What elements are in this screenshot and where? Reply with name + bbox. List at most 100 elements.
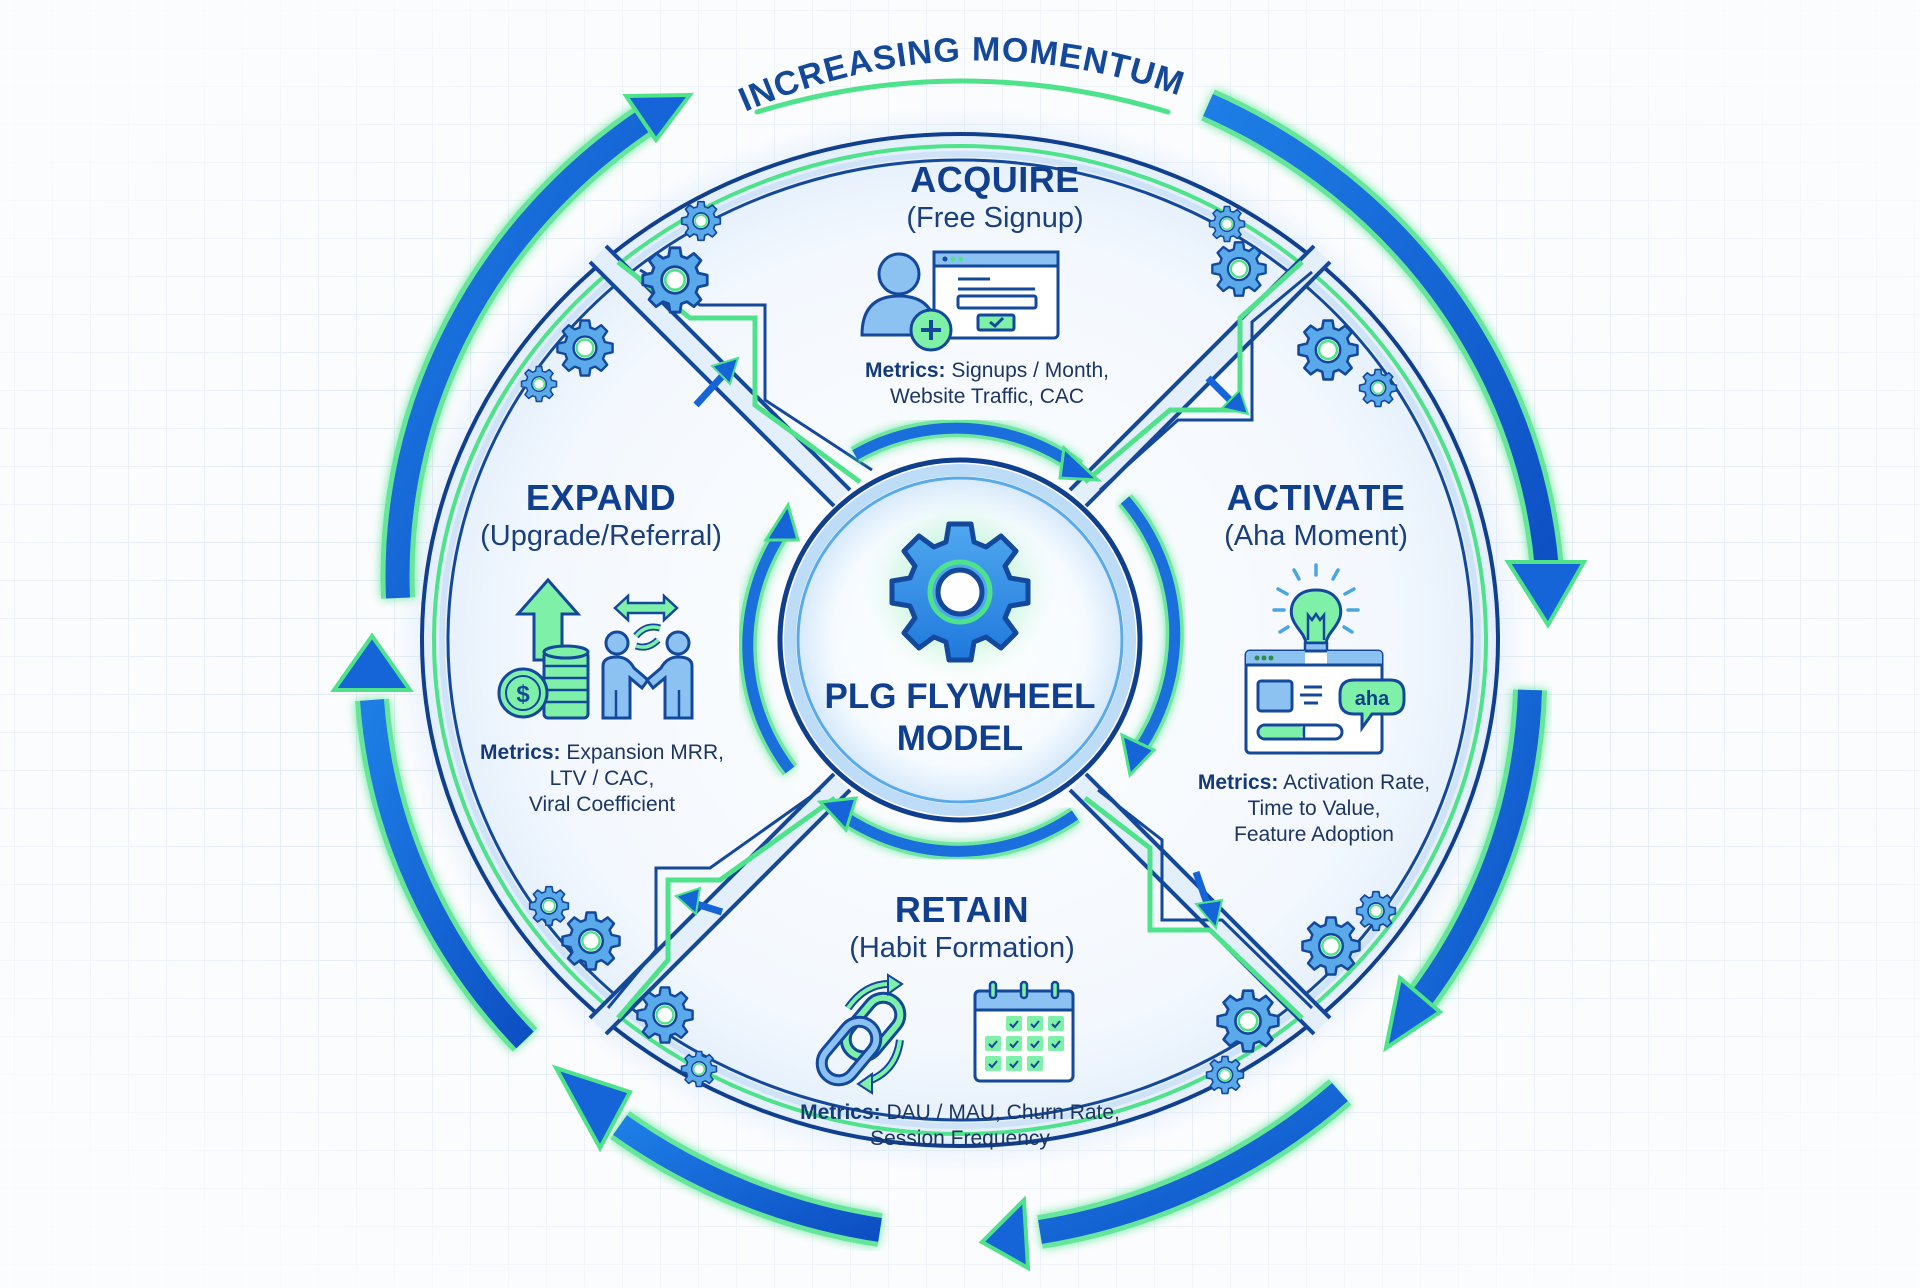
handshake-people-icon: [601, 630, 694, 720]
stage-activate: ACTIVATE (Aha Moment): [1224, 478, 1408, 554]
arrow-down-right-small-icon: [1205, 375, 1250, 416]
outer-arrow-top-left: [380, 92, 695, 599]
coin-stack-icon: [542, 644, 590, 720]
outer-arrow-left-head-icon: [330, 632, 414, 692]
outer-arrow-bottom-right: [1383, 689, 1547, 1053]
gear-icon: [561, 911, 621, 971]
hub-title-line: MODEL: [896, 719, 1024, 758]
hub-arrow-bottom: [838, 810, 1079, 857]
gear-icon: [556, 319, 614, 377]
expand-icon: $: [497, 577, 694, 720]
check-icon: [1009, 1020, 1019, 1029]
gear-icon: [1355, 890, 1397, 932]
gear-icon: [1211, 241, 1267, 297]
hub-arrow-right-head-icon: [1119, 732, 1157, 779]
check-icon: [1030, 1020, 1040, 1029]
acquire-icon: [860, 250, 1060, 352]
hub-arrow-top: [852, 422, 1082, 473]
stage-activate-metrics: Metrics: Activation Rate, Time to Value,…: [1198, 770, 1430, 848]
metrics-line: LTV / CAC,: [549, 767, 655, 790]
arrow-left-small-icon: [674, 886, 724, 916]
flow-line-bottom-left-outline: [606, 788, 821, 1009]
gear-icon: [680, 1050, 718, 1088]
metrics-line: Website Traffic, CAC: [889, 385, 1085, 408]
calendar-check-cell: [1006, 1016, 1022, 1031]
metrics-label: Metrics:: [800, 1101, 881, 1124]
outer-arrow-left: [330, 632, 538, 1052]
stage-retain: RETAIN (Habit Formation): [849, 890, 1075, 966]
calendar-check-cell: [1006, 1056, 1022, 1071]
stage-expand: EXPAND (Upgrade/Referral): [480, 478, 722, 554]
header-underline: [754, 78, 1171, 115]
stage-title: RETAIN: [894, 889, 1030, 930]
gear-icon: [1297, 319, 1359, 381]
divider-arrows: [674, 356, 1250, 931]
check-icon: [1051, 1040, 1061, 1049]
stage-title: ACQUIRE: [910, 159, 1080, 200]
metrics-line: Signups / Month,: [951, 359, 1109, 382]
aha-window-icon: [1244, 649, 1384, 755]
stage-subtitle: (Aha Moment): [1224, 520, 1408, 552]
calendar-check-cell: [1048, 1036, 1064, 1051]
metrics-line: Viral Coefficient: [528, 793, 676, 816]
calendar-check-cells: [985, 1016, 1064, 1071]
metrics-line: Time to Value,: [1247, 797, 1381, 820]
check-icon: [1009, 1040, 1019, 1049]
aha-label: aha: [1355, 688, 1390, 710]
lightbulb-icon: [1272, 563, 1360, 660]
gear-icon: [1216, 989, 1280, 1053]
stage-subtitle: (Habit Formation): [849, 932, 1075, 964]
outer-arrow-bottom-left: [551, 1064, 883, 1247]
hub: [777, 457, 1143, 823]
outer-arrow-bottom: [978, 1079, 1352, 1272]
hub-arrow-bottom-head-icon: [816, 796, 859, 833]
outer-momentum-arrows: [330, 89, 1588, 1272]
outer-arrow-top-right-head-icon: [1504, 560, 1588, 629]
flow-line-bottom-right: [1083, 796, 1304, 1020]
activate-icon: aha: [1244, 563, 1406, 755]
calendar-check-cell: [1027, 1016, 1043, 1031]
chain-link-icon: [815, 973, 907, 1095]
metrics-label: Metrics:: [1197, 771, 1279, 794]
check-icon: [988, 1060, 998, 1069]
stage-subtitle: (Upgrade/Referral): [480, 520, 722, 552]
check-icon: [1009, 1060, 1019, 1069]
dollar-coin-icon: $: [497, 667, 549, 719]
outer-arrow-top-left-head-icon: [622, 92, 695, 144]
stage-retain-metrics: Metrics: DAU / MAU, Churn Rate, Session …: [800, 1100, 1120, 1152]
gear-icon: [636, 986, 694, 1044]
metrics-line: Activation Rate,: [1283, 771, 1431, 794]
hub-arrow-top-head-icon: [1058, 444, 1103, 482]
calendar-check-cell: [985, 1036, 1001, 1051]
flow-line-top-right-outline: [1098, 270, 1313, 492]
gear-icon: [680, 200, 722, 242]
flow-line-bottom-right-outline: [1097, 788, 1314, 1010]
calendar-check-cell: [985, 1056, 1001, 1071]
arrow-down-small-icon: [1192, 870, 1224, 931]
metrics-label: Metrics:: [480, 741, 561, 764]
metrics-line: DAU / MAU, Churn Rate,: [886, 1101, 1120, 1124]
gear-icon: [1358, 368, 1398, 408]
gear-icon: [1208, 205, 1246, 243]
add-circle-icon: [909, 308, 953, 352]
gear-icon: [520, 365, 558, 403]
calendar-check-cell: [1048, 1016, 1064, 1031]
gear-icon: [1301, 916, 1361, 976]
gear-icon: [641, 246, 709, 314]
hub-title-line: PLG FLYWHEEL: [824, 677, 1096, 716]
stage-title: EXPAND: [525, 477, 677, 518]
hub-circulation-arrows: [738, 419, 1184, 861]
metrics-line: Feature Adoption: [1234, 823, 1394, 846]
check-icon: [988, 1040, 998, 1049]
svg-text:$: $: [516, 681, 530, 708]
metrics-line: Session Frequency: [870, 1127, 1050, 1150]
calendar-icon: [973, 980, 1075, 1083]
gear-icon: [1205, 1055, 1245, 1095]
retain-icon: [815, 973, 1075, 1095]
stage-subtitle: (Free Signup): [906, 202, 1084, 234]
metrics-label: Metrics:: [865, 359, 946, 382]
stage-acquire: ACQUIRE (Free Signup): [906, 160, 1083, 236]
header-title: INCREASING MOMENTUM: [733, 31, 1189, 120]
